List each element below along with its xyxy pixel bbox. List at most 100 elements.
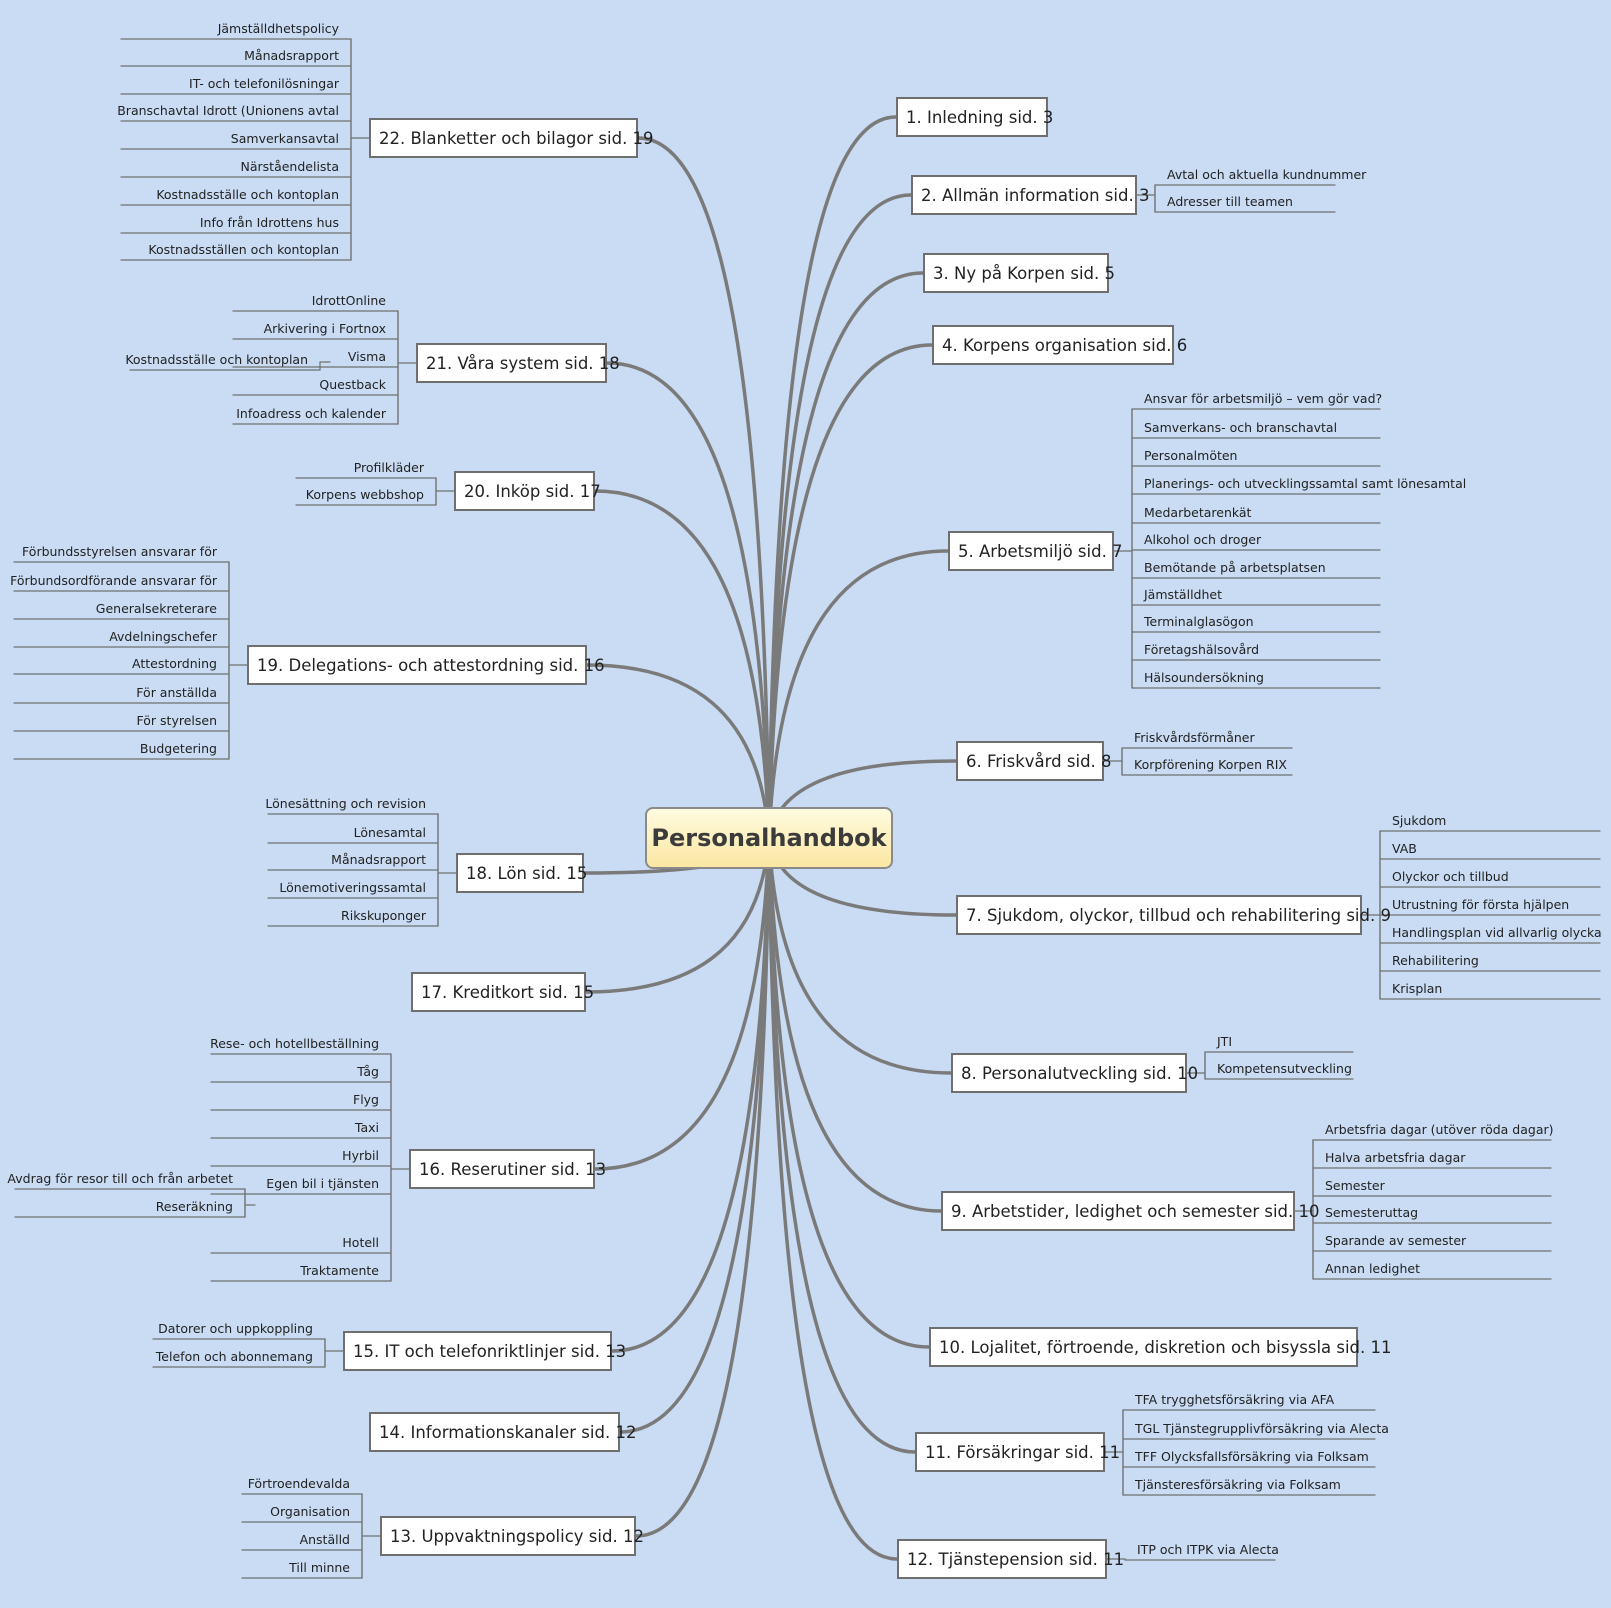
subtopic-organisation[interactable]: Organisation bbox=[270, 1504, 350, 1519]
subtopic-hälsoundersökning[interactable]: Hälsoundersökning bbox=[1144, 670, 1264, 685]
subtopic-kompetensutveckling[interactable]: Kompetensutveckling bbox=[1217, 1061, 1352, 1076]
topic-8-personalutveckling-sid-10[interactable]: 8. Personalutveckling sid. 10 bbox=[951, 1053, 1198, 1093]
subtopic-vab[interactable]: VAB bbox=[1392, 841, 1417, 856]
topic-3-ny-på-korpen-sid-5[interactable]: 3. Ny på Korpen sid. 5 bbox=[923, 253, 1115, 293]
subtopic-tjänsteresförsäkring-via-folksam[interactable]: Tjänsteresförsäkring via Folksam bbox=[1135, 1477, 1341, 1492]
subtopic-egen-bil-i-tjänsten[interactable]: Egen bil i tjänsten bbox=[266, 1176, 379, 1191]
topic-22-blanketter-och-bilagor-sid-19[interactable]: 22. Blanketter och bilagor sid. 19 bbox=[369, 118, 654, 158]
topic-17-kreditkort-sid-15[interactable]: 17. Kreditkort sid. 15 bbox=[411, 972, 594, 1012]
subtopic-för-anställda[interactable]: För anställda bbox=[136, 685, 217, 700]
subtopic-visma[interactable]: Visma bbox=[347, 349, 386, 364]
topic-12-tjänstepension-sid-11[interactable]: 12. Tjänstepension sid. 11 bbox=[897, 1539, 1124, 1579]
subtopic-it-och-telefonilösningar[interactable]: IT- och telefonilösningar bbox=[189, 76, 339, 91]
subtopic-profilkläder[interactable]: Profilkläder bbox=[353, 460, 424, 475]
subtopic-budgetering[interactable]: Budgetering bbox=[139, 741, 217, 756]
subtopic-reseräkning[interactable]: Reseräkning bbox=[155, 1199, 233, 1214]
subtopic-planerings-och-utvecklingssamtal-samt-lö[interactable]: Planerings- och utvecklingssamtal samt l… bbox=[1144, 476, 1467, 491]
subtopic-bemötande-på-arbetsplatsen[interactable]: Bemötande på arbetsplatsen bbox=[1144, 560, 1326, 575]
subtopic-förbundsstyrelsen-ansvarar-för[interactable]: Förbundsstyrelsen ansvarar för bbox=[22, 544, 217, 559]
subtopic-månadsrapport[interactable]: Månadsrapport bbox=[331, 852, 426, 867]
topic-10-lojalitet-förtroende-diskretion-och-b[interactable]: 10. Lojalitet, förtroende, diskretion oc… bbox=[929, 1327, 1392, 1367]
subtopic-datorer-och-uppkoppling[interactable]: Datorer och uppkoppling bbox=[158, 1321, 313, 1336]
subtopic-korpförening-korpen-rix[interactable]: Korpförening Korpen RIX bbox=[1134, 757, 1287, 772]
subtopic-för-styrelsen[interactable]: För styrelsen bbox=[136, 713, 217, 728]
subtopic-arkivering-i-fortnox[interactable]: Arkivering i Fortnox bbox=[263, 321, 386, 336]
topic-14-informationskanaler-sid-12[interactable]: 14. Informationskanaler sid. 12 bbox=[369, 1412, 636, 1452]
subtopic-olyckor-och-tillbud[interactable]: Olyckor och tillbud bbox=[1392, 869, 1509, 884]
subtopic-lönesättning-och-revision[interactable]: Lönesättning och revision bbox=[265, 796, 426, 811]
subtopic-generalsekreterare[interactable]: Generalsekreterare bbox=[95, 601, 217, 616]
subtopic-jämställdhetspolicy[interactable]: Jämställdhetspolicy bbox=[217, 21, 339, 36]
subtopic-sparande-av-semester[interactable]: Sparande av semester bbox=[1325, 1233, 1467, 1248]
topic-4-korpens-organisation-sid-6[interactable]: 4. Korpens organisation sid. 6 bbox=[932, 325, 1187, 365]
subtopic-ansvar-för-arbetsmiljö-vem-gör-vad[interactable]: Ansvar för arbetsmiljö – vem gör vad? bbox=[1144, 391, 1383, 406]
subtopic-närståendelista[interactable]: Närståendelista bbox=[240, 159, 339, 174]
topic-19-delegations-och-attestordning-sid-16[interactable]: 19. Delegations- och attestordning sid. … bbox=[247, 645, 605, 685]
subtopic-idrottonline[interactable]: IdrottOnline bbox=[311, 293, 386, 308]
subtopic-flyg[interactable]: Flyg bbox=[353, 1092, 379, 1107]
topic-16-reserutiner-sid-13[interactable]: 16. Reserutiner sid. 13 bbox=[409, 1149, 606, 1189]
subtopic-semesteruttag[interactable]: Semesteruttag bbox=[1325, 1205, 1419, 1220]
subtopic-företagshälsovård[interactable]: Företagshälsovård bbox=[1144, 642, 1260, 657]
subtopic-hotell[interactable]: Hotell bbox=[342, 1235, 379, 1250]
subtopic-sjukdom[interactable]: Sjukdom bbox=[1392, 813, 1447, 828]
subtopic-semester[interactable]: Semester bbox=[1325, 1178, 1385, 1193]
topic-5-arbetsmiljö-sid-7[interactable]: 5. Arbetsmiljö sid. 7 bbox=[948, 531, 1123, 571]
subtopic-jämställdhet[interactable]: Jämställdhet bbox=[1144, 587, 1222, 602]
subtopic-rikskuponger[interactable]: Rikskuponger bbox=[341, 908, 426, 923]
topic-21-våra-system-sid-18[interactable]: 21. Våra system sid. 18 bbox=[416, 343, 620, 383]
subtopic-itp-och-itpk-via-alecta[interactable]: ITP och ITPK via Alecta bbox=[1137, 1542, 1279, 1557]
subtopic-friskvårdsförmåner[interactable]: Friskvårdsförmåner bbox=[1134, 730, 1255, 745]
subtopic-info-från-idrottens-hus[interactable]: Info från Idrottens hus bbox=[199, 215, 339, 230]
topic-11-försäkringar-sid-11[interactable]: 11. Försäkringar sid. 11 bbox=[915, 1432, 1120, 1472]
topic-13-uppvaktningspolicy-sid-12[interactable]: 13. Uppvaktningspolicy sid. 12 bbox=[380, 1516, 644, 1556]
subtopic-avdrag-för-resor-till-och-från-arbetet[interactable]: Avdrag för resor till och från arbetet bbox=[7, 1171, 233, 1186]
subtopic-questback[interactable]: Questback bbox=[319, 377, 386, 392]
subtopic-avtal-och-aktuella-kundnummer[interactable]: Avtal och aktuella kundnummer bbox=[1167, 167, 1367, 182]
subtopic-terminalglasögon[interactable]: Terminalglasögon bbox=[1144, 614, 1254, 629]
topic-18-lön-sid-15[interactable]: 18. Lön sid. 15 bbox=[456, 853, 587, 893]
topic-9-arbetstider-ledighet-och-semester-sid-[interactable]: 9. Arbetstider, ledighet och semester si… bbox=[941, 1191, 1320, 1231]
subtopic-alkohol-och-droger[interactable]: Alkohol och droger bbox=[1144, 532, 1262, 547]
subtopic-lönesamtal[interactable]: Lönesamtal bbox=[353, 825, 426, 840]
subtopic-utrustning-för-första-hjälpen[interactable]: Utrustning för första hjälpen bbox=[1392, 897, 1570, 912]
subtopic-arbetsfria-dagar-utöver-röda-dagar[interactable]: Arbetsfria dagar (utöver röda dagar) bbox=[1325, 1122, 1554, 1137]
subtopic-samverkans-och-branschavtal[interactable]: Samverkans- och branschavtal bbox=[1144, 420, 1338, 435]
subtopic-anställd[interactable]: Anställd bbox=[299, 1532, 350, 1547]
topic-6-friskvård-sid-8[interactable]: 6. Friskvård sid. 8 bbox=[956, 741, 1112, 781]
subtopic-tfa-trygghetsförsäkring-via-afa[interactable]: TFA trygghetsförsäkring via AFA bbox=[1135, 1392, 1335, 1407]
subtopic-rese-och-hotellbeställning[interactable]: Rese- och hotellbeställning bbox=[210, 1036, 379, 1051]
subtopic-kostnadsställe-och-kontoplan[interactable]: Kostnadsställe och kontoplan bbox=[125, 352, 308, 367]
subtopic-personalmöten[interactable]: Personalmöten bbox=[1144, 448, 1238, 463]
subtopic-samverkansavtal[interactable]: Samverkansavtal bbox=[230, 131, 339, 146]
topic-2-allmän-information-sid-3[interactable]: 2. Allmän information sid. 3 bbox=[911, 175, 1149, 215]
subtopic-förbundsordförande-ansvarar-för[interactable]: Förbundsordförande ansvarar för bbox=[10, 573, 217, 588]
subtopic-jti[interactable]: JTI bbox=[1217, 1034, 1233, 1049]
subtopic-adresser-till-teamen[interactable]: Adresser till teamen bbox=[1167, 194, 1293, 209]
subtopic-branschavtal-idrott-unionens-avtal[interactable]: Branschavtal Idrott (Unionens avtal bbox=[117, 103, 339, 118]
subtopic-kostnadsställen-och-kontoplan[interactable]: Kostnadsställen och kontoplan bbox=[148, 242, 339, 257]
subtopic-hyrbil[interactable]: Hyrbil bbox=[342, 1148, 379, 1163]
subtopic-kostnadsställe-och-kontoplan[interactable]: Kostnadsställe och kontoplan bbox=[156, 187, 339, 202]
subtopic-tgl-tjänstegrupplivförsäkring-via-alecta[interactable]: TGL Tjänstegrupplivförsäkring via Alecta bbox=[1135, 1421, 1389, 1436]
subtopic-halva-arbetsfria-dagar[interactable]: Halva arbetsfria dagar bbox=[1325, 1150, 1466, 1165]
subtopic-krisplan[interactable]: Krisplan bbox=[1392, 981, 1443, 996]
subtopic-annan-ledighet[interactable]: Annan ledighet bbox=[1325, 1261, 1420, 1276]
topic-7-sjukdom-olyckor-tillbud-och-rehabilite[interactable]: 7. Sjukdom, olyckor, tillbud och rehabil… bbox=[956, 895, 1391, 935]
topic-20-inköp-sid-17[interactable]: 20. Inköp sid. 17 bbox=[454, 471, 601, 511]
subtopic-lönemotiveringssamtal[interactable]: Lönemotiveringssamtal bbox=[279, 880, 426, 895]
subtopic-rehabilitering[interactable]: Rehabilitering bbox=[1392, 953, 1479, 968]
central-topic[interactable]: Personalhandbok bbox=[645, 807, 893, 869]
subtopic-till-minne[interactable]: Till minne bbox=[289, 1560, 350, 1575]
subtopic-traktamente[interactable]: Traktamente bbox=[300, 1263, 379, 1278]
subtopic-medarbetarenkät[interactable]: Medarbetarenkät bbox=[1144, 505, 1252, 520]
subtopic-handlingsplan-vid-allvarlig-olycka[interactable]: Handlingsplan vid allvarlig olycka bbox=[1392, 925, 1602, 940]
subtopic-avdelningschefer[interactable]: Avdelningschefer bbox=[109, 629, 217, 644]
subtopic-förtroendevalda[interactable]: Förtroendevalda bbox=[247, 1476, 350, 1491]
subtopic-attestordning[interactable]: Attestordning bbox=[132, 656, 217, 671]
subtopic-tff-olycksfallsförsäkring-via-folksam[interactable]: TFF Olycksfallsförsäkring via Folksam bbox=[1135, 1449, 1369, 1464]
subtopic-tåg[interactable]: Tåg bbox=[357, 1064, 379, 1079]
subtopic-infoadress-och-kalender[interactable]: Infoadress och kalender bbox=[236, 406, 386, 421]
subtopic-månadsrapport[interactable]: Månadsrapport bbox=[244, 48, 339, 63]
subtopic-korpens-webbshop[interactable]: Korpens webbshop bbox=[305, 487, 424, 502]
